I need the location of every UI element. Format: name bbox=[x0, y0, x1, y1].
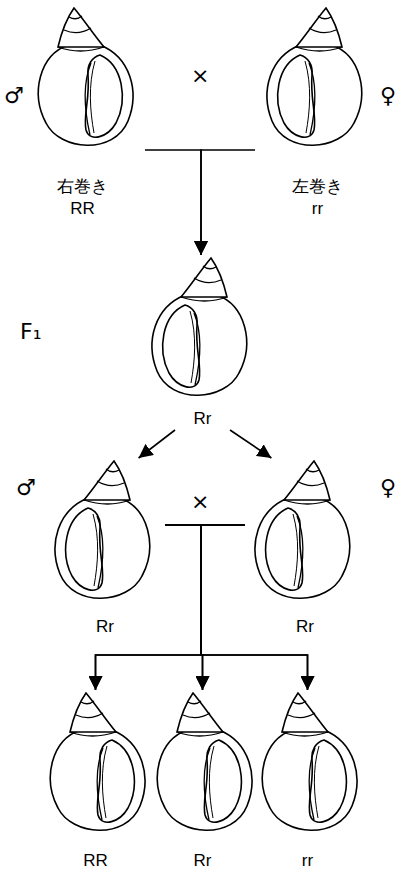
cross-arrow bbox=[230, 430, 271, 458]
snail-node: Rr bbox=[145, 690, 260, 872]
cross-symbol: ♀ bbox=[380, 476, 396, 500]
snail-sinistral bbox=[267, 8, 362, 145]
snail-dextral bbox=[38, 8, 133, 145]
cross-arrow bbox=[145, 150, 201, 255]
snail-dextral bbox=[157, 693, 252, 830]
cross-arrow bbox=[201, 150, 255, 255]
generation-label: F₁ bbox=[20, 320, 41, 344]
cross-symbol: ♂ bbox=[4, 84, 24, 108]
genotype-label: rr bbox=[310, 198, 325, 220]
cross-symbol: ♀ bbox=[380, 84, 396, 108]
snail-node: rr bbox=[250, 690, 365, 872]
snail-node: Rr bbox=[245, 458, 365, 638]
genotype-label: 右巻き bbox=[55, 176, 110, 198]
cross-arrow bbox=[139, 430, 175, 458]
snail-dextral bbox=[50, 693, 145, 830]
cross-symbol: × bbox=[191, 490, 209, 514]
snail-sinistral bbox=[55, 461, 150, 598]
cross-arrow bbox=[165, 525, 308, 690]
snail-node: Rr bbox=[140, 255, 265, 430]
genotype-label: Rr bbox=[94, 616, 116, 638]
snail-sinistral bbox=[255, 461, 350, 598]
cross-symbol: × bbox=[191, 64, 209, 88]
cross-arrow bbox=[201, 525, 308, 690]
genotype-label: Rr bbox=[294, 616, 316, 638]
snail-node: Rr bbox=[45, 458, 165, 638]
genotype-label: 左巻き bbox=[290, 176, 345, 198]
cross-arrow bbox=[96, 525, 246, 690]
genotype-label: Rr bbox=[192, 408, 214, 430]
snail-node: 右巻きRR bbox=[20, 5, 145, 220]
genotype-label: rr bbox=[300, 850, 315, 872]
snail-node: RR bbox=[38, 690, 153, 872]
genotype-label: RR bbox=[81, 850, 110, 872]
snail-dextral bbox=[262, 693, 357, 830]
cross-arrow bbox=[165, 525, 203, 690]
cross-arrow bbox=[201, 525, 245, 690]
genotype-label: RR bbox=[68, 198, 97, 220]
snail-sinistral bbox=[152, 258, 247, 395]
cross-arrow bbox=[96, 525, 202, 690]
snail-node: 左巻きrr bbox=[255, 5, 380, 220]
cross-symbol: ♂ bbox=[16, 476, 36, 500]
genotype-label: Rr bbox=[192, 850, 214, 872]
